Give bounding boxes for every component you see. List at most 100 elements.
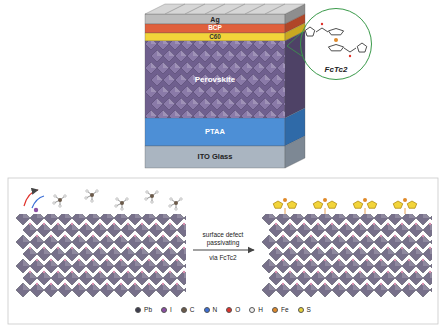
cation xyxy=(134,283,136,285)
octahedron xyxy=(86,259,100,273)
octahedron-face xyxy=(23,235,30,242)
device-layer: C60 xyxy=(145,33,285,41)
octahedron xyxy=(58,259,72,273)
hydrogen xyxy=(53,202,56,205)
cation xyxy=(303,247,305,249)
octahedron xyxy=(262,235,276,249)
layer-name: BCP xyxy=(208,25,222,32)
cation xyxy=(106,235,108,237)
octahedron xyxy=(416,235,430,249)
cation xyxy=(148,283,150,285)
cation xyxy=(373,247,375,249)
octahedron-face xyxy=(247,110,253,116)
cation xyxy=(296,259,298,261)
cation xyxy=(310,259,312,261)
legend-swatch xyxy=(272,307,278,313)
layer-side xyxy=(285,31,305,118)
ion-arrow xyxy=(24,190,38,206)
cation xyxy=(183,247,185,249)
octahedron xyxy=(100,259,114,273)
octahedron xyxy=(16,235,30,249)
octahedron xyxy=(44,214,58,225)
octahedron xyxy=(353,223,367,237)
cation xyxy=(422,235,424,237)
octahedron xyxy=(277,110,285,118)
layer-name: ITO Glass xyxy=(198,153,233,161)
octahedron-face xyxy=(297,214,304,218)
octahedron xyxy=(93,247,107,261)
hydrogen xyxy=(175,208,178,211)
cation xyxy=(401,223,403,225)
device-stack xyxy=(145,4,305,168)
octahedron xyxy=(235,98,247,110)
cation xyxy=(366,235,368,237)
octahedron-face xyxy=(259,86,265,92)
legend-swatch xyxy=(135,307,141,313)
octahedron xyxy=(114,235,128,249)
carbon xyxy=(174,201,178,205)
octahedron xyxy=(30,283,44,297)
cation xyxy=(29,271,31,273)
octahedron-face xyxy=(381,214,388,218)
octahedron-face xyxy=(211,62,217,68)
cation xyxy=(113,271,115,273)
ring xyxy=(305,27,315,36)
octahedron-face xyxy=(247,86,253,92)
octahedron xyxy=(37,247,51,261)
octahedron-face xyxy=(277,74,283,80)
octahedron-face xyxy=(149,214,156,218)
octahedron-face xyxy=(65,214,72,218)
octahedron xyxy=(332,283,346,297)
hydrogen xyxy=(116,198,119,201)
cation xyxy=(176,259,178,261)
octahedron xyxy=(388,214,402,225)
cation xyxy=(64,235,66,237)
octahedron-face xyxy=(277,98,283,104)
hydrogen xyxy=(126,198,129,201)
octahedron xyxy=(163,50,175,62)
octahedron-face xyxy=(247,41,253,44)
legend-text: N xyxy=(213,307,218,314)
octahedron xyxy=(271,74,283,86)
octahedron xyxy=(271,98,283,110)
octahedron-face xyxy=(409,214,416,218)
octahedron-face xyxy=(223,86,229,92)
octahedron xyxy=(79,247,93,261)
ring xyxy=(287,201,297,208)
cation xyxy=(99,223,101,225)
octahedron xyxy=(163,74,175,86)
oxygen xyxy=(349,55,351,57)
cation xyxy=(282,235,284,237)
cation xyxy=(275,271,277,273)
layer-front xyxy=(145,24,285,33)
octahedron xyxy=(170,283,184,297)
octahedron xyxy=(253,86,265,98)
legend-item: H xyxy=(249,307,263,314)
octahedron-face xyxy=(205,50,211,56)
cation xyxy=(36,235,38,237)
octahedron xyxy=(107,247,121,261)
side-chain xyxy=(316,28,328,32)
octahedron xyxy=(121,271,135,285)
cation xyxy=(359,223,361,225)
octahedron xyxy=(374,283,388,297)
octahedron xyxy=(283,98,285,110)
octahedron xyxy=(181,41,193,50)
cation xyxy=(387,271,389,273)
octahedron xyxy=(72,259,86,273)
octahedron xyxy=(388,259,402,273)
hydrogen xyxy=(64,195,67,198)
octahedron xyxy=(145,41,157,50)
octahedron-face xyxy=(151,110,157,116)
octahedron xyxy=(304,259,318,273)
ring xyxy=(407,201,417,208)
hydrogen xyxy=(86,190,89,193)
octahedron xyxy=(205,41,217,50)
cation xyxy=(78,235,80,237)
cation xyxy=(359,247,361,249)
octahedron xyxy=(290,235,304,249)
cation xyxy=(310,235,312,237)
octahedron xyxy=(259,74,271,86)
octahedron xyxy=(100,235,114,249)
octahedron xyxy=(409,223,423,237)
